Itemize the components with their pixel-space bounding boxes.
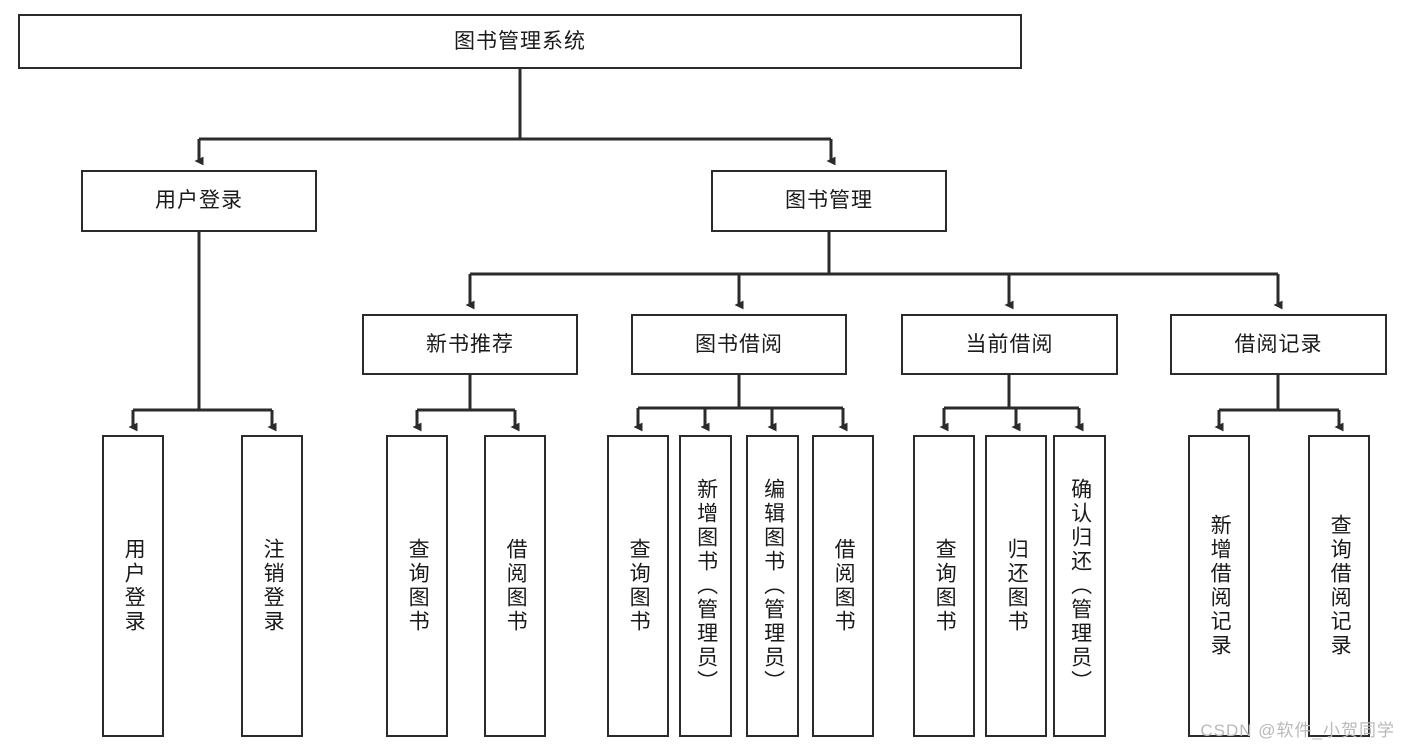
node-label: 新书推荐	[426, 332, 514, 356]
node-label: 编辑图书（管理员）	[761, 478, 785, 694]
node-user-login[interactable]: 用户登录	[81, 170, 317, 232]
node-leaf-user-login[interactable]: 用户登录	[102, 435, 164, 737]
node-label: 归还图书	[1005, 538, 1029, 634]
node-label: 用户登录	[155, 189, 243, 213]
node-leaf-add-borrow-record[interactable]: 新增借阅记录	[1188, 435, 1250, 737]
node-label: 借阅图书	[504, 538, 528, 634]
node-label: 借阅图书	[832, 538, 856, 634]
node-leaf-return-book[interactable]: 归还图书	[985, 435, 1047, 737]
node-borrow-record[interactable]: 借阅记录	[1170, 314, 1387, 375]
node-label: 查询图书	[406, 538, 430, 634]
node-label: 用户登录	[122, 538, 146, 634]
node-label: 图书管理系统	[454, 29, 586, 53]
node-label: 新增借阅记录	[1208, 514, 1232, 658]
node-leaf-logout[interactable]: 注销登录	[241, 435, 303, 737]
node-leaf-borrow-book-2[interactable]: 借阅图书	[812, 435, 874, 737]
node-book-borrow[interactable]: 图书借阅	[631, 314, 847, 375]
node-label: 图书管理	[785, 189, 873, 213]
node-leaf-query-book-3[interactable]: 查询图书	[913, 435, 975, 737]
node-leaf-borrow-book-1[interactable]: 借阅图书	[484, 435, 546, 737]
node-label: 确认归还（管理员）	[1068, 478, 1092, 694]
node-new-book-recommend[interactable]: 新书推荐	[362, 314, 578, 375]
node-label: 注销登录	[261, 538, 285, 634]
node-leaf-query-borrow-record[interactable]: 查询借阅记录	[1308, 435, 1370, 737]
node-current-borrow[interactable]: 当前借阅	[901, 314, 1118, 375]
node-leaf-confirm-return-admin[interactable]: 确认归还（管理员）	[1053, 435, 1106, 737]
node-label: 当前借阅	[965, 332, 1054, 356]
node-leaf-query-book-1[interactable]: 查询图书	[386, 435, 448, 737]
node-label: 查询借阅记录	[1328, 514, 1352, 658]
node-label: 新增图书（管理员）	[694, 478, 718, 694]
node-label: 图书借阅	[695, 332, 783, 356]
node-label: 查询图书	[933, 538, 957, 634]
node-root-system[interactable]: 图书管理系统	[18, 14, 1022, 69]
node-label: 查询图书	[627, 538, 651, 634]
node-leaf-edit-book-admin[interactable]: 编辑图书（管理员）	[746, 435, 799, 737]
node-leaf-add-book-admin[interactable]: 新增图书（管理员）	[679, 435, 732, 737]
node-leaf-query-book-2[interactable]: 查询图书	[607, 435, 669, 737]
node-label: 借阅记录	[1234, 332, 1323, 356]
node-book-manage[interactable]: 图书管理	[711, 170, 947, 232]
